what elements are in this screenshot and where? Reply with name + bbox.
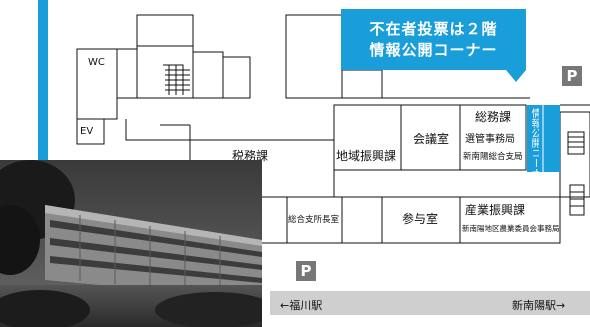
shinnanyo-sogo-label: 新南陽総合支局 [463, 152, 523, 162]
wc-label: WC [88, 57, 105, 68]
senkan-label: 選管事務局 [465, 134, 515, 145]
callout-line2: 情報公開コーナー [369, 40, 498, 59]
left-accent-bar [38, 0, 48, 160]
johokoukai-label: 情報公開コーナー [529, 108, 539, 172]
parking-icon: P [296, 261, 316, 281]
stairs-right-icon [567, 131, 585, 216]
road [270, 291, 590, 315]
sanyo-label: 参与室 [402, 212, 439, 226]
somu-label: 総務課 [475, 110, 512, 124]
zeimu-label: 税務課 [232, 149, 269, 163]
building-photo [0, 160, 262, 327]
callout-pointer [506, 70, 526, 82]
sogo-shisho-label: 総合支所長室 [288, 215, 340, 225]
absentee-voting-callout: 不在者投票は２階 情報公開コーナー [341, 9, 526, 70]
callout-line1: 不在者投票は２階 [369, 20, 498, 39]
fukugawa-station-label: ←福川駅 [280, 299, 323, 312]
kaigi-label: 会議室 [413, 132, 450, 146]
chiiki-label: 地域振興課 [336, 149, 397, 163]
sangyo-label: 産業振興課 [465, 203, 526, 217]
parking-icon: P [562, 66, 582, 86]
nogyo-label: 新南陽地区農業委員会事務局 [462, 224, 560, 233]
ev-label: EV [80, 126, 94, 137]
shinnanyo-station-label: 新南陽駅→ [512, 299, 566, 312]
stairs-icon [163, 64, 190, 95]
